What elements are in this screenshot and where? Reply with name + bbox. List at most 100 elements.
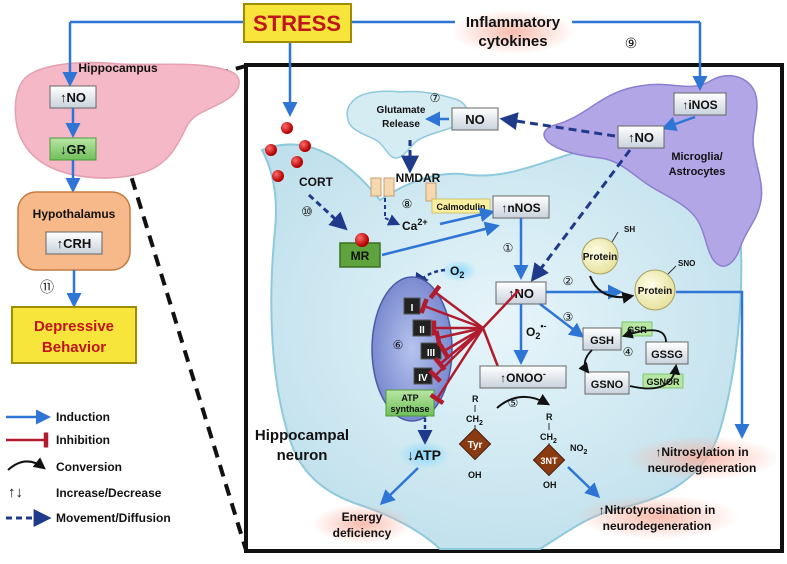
- mitochondrion: [371, 276, 453, 422]
- mr-to-nnos-arrow: [381, 221, 500, 257]
- protein-sh: [581, 237, 619, 275]
- microglia-cell: [543, 75, 763, 267]
- cort-molecule: [281, 122, 293, 134]
- superoxide-label: O2•-: [526, 321, 547, 341]
- cytokines-label-1: Inflammatory: [466, 14, 561, 31]
- mr-label: MR: [351, 249, 370, 263]
- nmdar-to-ca-arrow: [384, 214, 401, 226]
- legend-inhibition-label: Inhibition: [56, 433, 110, 447]
- sh-label: SH: [624, 225, 635, 234]
- atp-glow: [398, 441, 450, 469]
- nmdar-label: NMDAR: [396, 171, 441, 185]
- nt-r-label: R: [546, 412, 553, 422]
- gsh-label: GSH: [590, 335, 614, 347]
- tyr-oh-label: OH: [468, 470, 482, 480]
- neuron-label-2: neuron: [277, 447, 328, 464]
- calmodulin-box: [431, 198, 491, 214]
- protein-sno: [634, 269, 676, 311]
- crh-label: ↑CRH: [57, 236, 92, 251]
- nitrosylation-glow: [624, 436, 780, 480]
- microglia-label-1: Microglia/: [671, 151, 722, 163]
- 3nt-to-nitrotyrosination-arrow: [567, 466, 601, 499]
- depressive-label-1: Depressive: [34, 318, 114, 335]
- 3nt-label: 3NT: [540, 456, 558, 466]
- nnos-label: ↑nNOS: [501, 201, 540, 215]
- protein-sno-label: Protein: [638, 286, 672, 297]
- hypothalamus-box: [17, 191, 131, 271]
- cort-molecule: [272, 170, 284, 182]
- microglia-no-to-neuron-no-arrow: [530, 149, 632, 282]
- nmdar-subunit: [370, 177, 382, 197]
- cort-molecule: [299, 140, 311, 152]
- complex-iii-label: III: [427, 348, 436, 359]
- atp-synthase-label-1: ATP: [401, 393, 418, 403]
- tyr-to-3nt-arrow: [496, 394, 551, 409]
- tyr-ch2-label: CH2: [466, 414, 483, 427]
- microglia-label-2: Astrocytes: [669, 166, 726, 178]
- complex-iv-label: IV: [418, 373, 428, 384]
- legend-conversion-label: Conversion: [56, 460, 122, 474]
- inos-box: [673, 92, 727, 116]
- hypothalamus-title: Hypothalamus: [33, 207, 116, 221]
- mr-receptor: [339, 242, 381, 268]
- step-6-number: ⑥: [393, 338, 404, 352]
- inhibition-network: [419, 284, 520, 405]
- gssg-label: GSSG: [651, 349, 683, 361]
- stress-label: STRESS: [253, 11, 341, 36]
- microglia-no-to-glutamate-no-arrow: [499, 112, 616, 138]
- sno-label: SNO: [678, 259, 695, 268]
- tyr-label: Tyr: [468, 440, 483, 451]
- gsr-label: GSR: [627, 325, 647, 335]
- onoo-label: ↑ONOO-: [500, 369, 546, 385]
- glutamate-label-1: Glutamate: [377, 105, 426, 116]
- gssg-to-gsh-arrow: [621, 328, 667, 343]
- nmdar-subunit: [425, 182, 437, 202]
- cytokines-glow: [451, 10, 575, 54]
- neuron-label-1: Hippocampal: [255, 427, 349, 444]
- depressive-label-2: Behavior: [42, 339, 106, 356]
- hippocampus-region: [14, 61, 240, 179]
- cort-label: CORT: [299, 175, 334, 189]
- hippocampus-gr-label: ↓GR: [60, 142, 87, 157]
- atp-label: ↓ATP: [407, 447, 441, 463]
- nitrotyrosination-outcome-2: neurodegeneration: [603, 519, 712, 533]
- legend-increase-decrease-label: Increase/Decrease: [56, 486, 162, 500]
- gssg-box: [645, 341, 689, 365]
- no-to-gsh-arrow: [539, 303, 585, 338]
- nitrotyrosination-glow: [575, 495, 739, 539]
- legend-conversion-symbol: [7, 457, 46, 471]
- ca-to-nnos-arrow: [439, 207, 495, 226]
- 3nt-diamond: [532, 443, 566, 477]
- tyr-diamond: [458, 427, 492, 461]
- energy-label-1: Energy: [342, 510, 383, 524]
- crh-box: [45, 231, 103, 255]
- nt-ch2-label: CH2: [540, 432, 557, 445]
- nt-oh-label: OH: [543, 480, 557, 490]
- zoom-line-bottom: [118, 139, 248, 551]
- depressive-behavior-box: [11, 306, 137, 364]
- complex-ii: II: [412, 319, 432, 337]
- complex-iv: IV: [413, 367, 433, 385]
- nitrosylation-outcome-1: ↑Nitrosylation in: [655, 445, 748, 459]
- gsh-box: [582, 327, 622, 351]
- gsno-box: [584, 371, 630, 395]
- o2-glow: [441, 260, 477, 282]
- gsh-to-gsno-arrow: [578, 349, 593, 374]
- step-5-number: ⑤: [508, 396, 519, 410]
- o2-label: O2: [450, 264, 464, 280]
- microglia-no-label: ↑NO: [628, 130, 654, 145]
- step-1-number: ①: [503, 241, 514, 255]
- no2-label: NO2: [570, 443, 588, 456]
- legend-movement-label: Movement/Diffusion: [56, 511, 171, 525]
- cort-to-mr-arrow: [307, 193, 348, 231]
- gsnor-label: GSNOR: [646, 377, 680, 387]
- inos-label: ↑iNOS: [682, 98, 717, 112]
- energy-glow: [312, 504, 412, 544]
- central-no-label: ↑NO: [508, 286, 534, 301]
- step-7-number: ⑦: [430, 91, 441, 105]
- ca-label: Ca2+: [402, 217, 428, 233]
- nmdar-subunit: [383, 177, 395, 197]
- hippocampus-no-label: ↑NO: [60, 90, 86, 105]
